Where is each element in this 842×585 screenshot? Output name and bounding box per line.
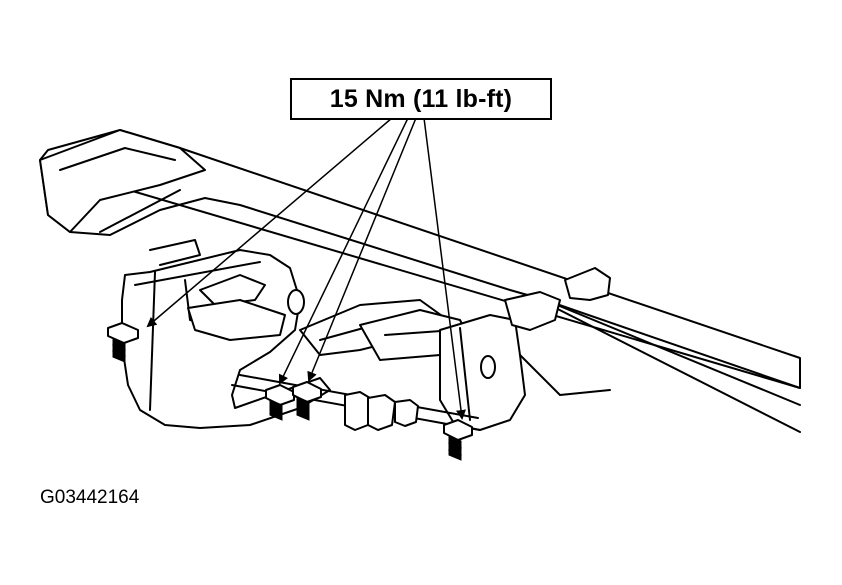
bolt-center-right — [292, 381, 322, 421]
mounting-bracket — [121, 239, 331, 429]
bolt-left — [107, 322, 139, 363]
crossbar-end-cap — [39, 129, 206, 233]
figure-id: G03442164 — [40, 487, 140, 508]
torque-callout: 15 Nm (11 lb-ft) — [290, 78, 552, 120]
bolt-right — [443, 419, 473, 461]
callout-leaders — [146, 117, 466, 420]
bolt-center-left — [265, 384, 295, 421]
right-bracket — [439, 267, 611, 431]
